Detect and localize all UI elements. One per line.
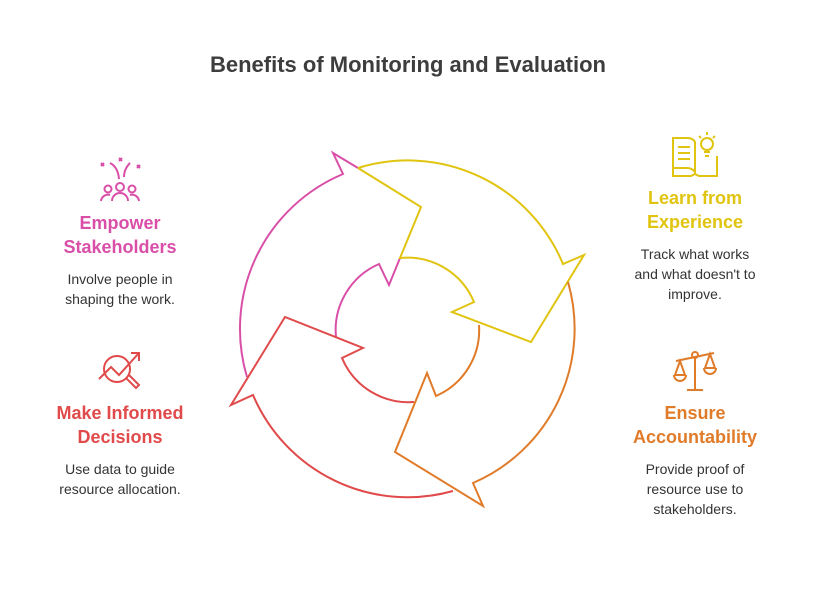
desc-line-3: stakeholders. xyxy=(653,501,737,517)
magnifier-trend-icon xyxy=(98,352,141,390)
page-title: Benefits of Monitoring and Evaluation xyxy=(210,52,606,77)
heading-line-2: Experience xyxy=(646,212,744,232)
desc-line-2: resource allocation. xyxy=(59,481,181,497)
desc-line-1: Provide proof of xyxy=(645,461,745,477)
cycle-arrow-decisions xyxy=(228,315,454,499)
heading-line-2: Decisions xyxy=(77,427,163,447)
heading-line-1: Ensure xyxy=(664,403,726,423)
scales-icon xyxy=(673,351,717,391)
cycle-arrow-empower xyxy=(239,150,401,378)
desc-line-1: Involve people in xyxy=(67,271,173,287)
desc-line-2: resource use to xyxy=(646,481,744,497)
cycle-arrow-learn xyxy=(357,159,587,344)
benefit-ensure-accountability: Ensure Accountability Provide proof of r… xyxy=(605,345,785,519)
book-lightbulb-icon xyxy=(672,132,718,177)
heading-line-1: Learn from xyxy=(647,188,743,208)
benefit-learn-from-experience: Learn from Experience Track what works a… xyxy=(605,130,785,304)
cycle-arrow-accountability xyxy=(393,281,576,509)
heading-line-2: Stakeholders xyxy=(63,237,177,257)
heading-line-1: Make Informed xyxy=(56,403,184,423)
heading-line-2: Accountability xyxy=(632,427,757,447)
desc-line-2: shaping the work. xyxy=(65,291,175,307)
desc-line-3: improve. xyxy=(668,286,722,302)
desc-line-2: and what doesn't to xyxy=(634,266,756,282)
desc-line-1: Use data to guide xyxy=(65,461,175,477)
people-celebration-icon xyxy=(100,157,141,202)
heading-line-1: Empower xyxy=(79,213,161,233)
desc-line-1: Track what works xyxy=(640,246,750,262)
benefit-make-informed-decisions: Make Informed Decisions Use data to guid… xyxy=(30,345,210,499)
benefit-empower-stakeholders: Empower Stakeholders Involve people in s… xyxy=(30,155,210,309)
